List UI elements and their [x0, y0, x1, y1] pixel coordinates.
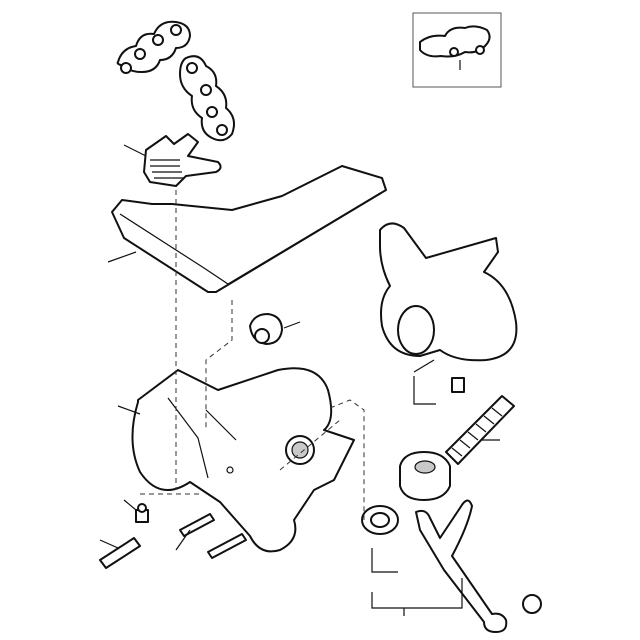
- set-screw: [413, 376, 465, 405]
- grease-fitting: [123, 499, 149, 523]
- nut: [399, 451, 451, 501]
- pins: [99, 513, 247, 569]
- spring: [445, 395, 515, 465]
- inset-chain-link: [412, 12, 502, 88]
- roller: [249, 313, 301, 345]
- handle: [415, 499, 542, 633]
- jaw: [143, 133, 222, 187]
- chain: [116, 20, 235, 142]
- vise-body: [131, 367, 355, 553]
- washer: [361, 505, 399, 535]
- base-plate: [111, 165, 387, 293]
- yoke: [379, 222, 518, 373]
- assembly-lines: [140, 190, 463, 616]
